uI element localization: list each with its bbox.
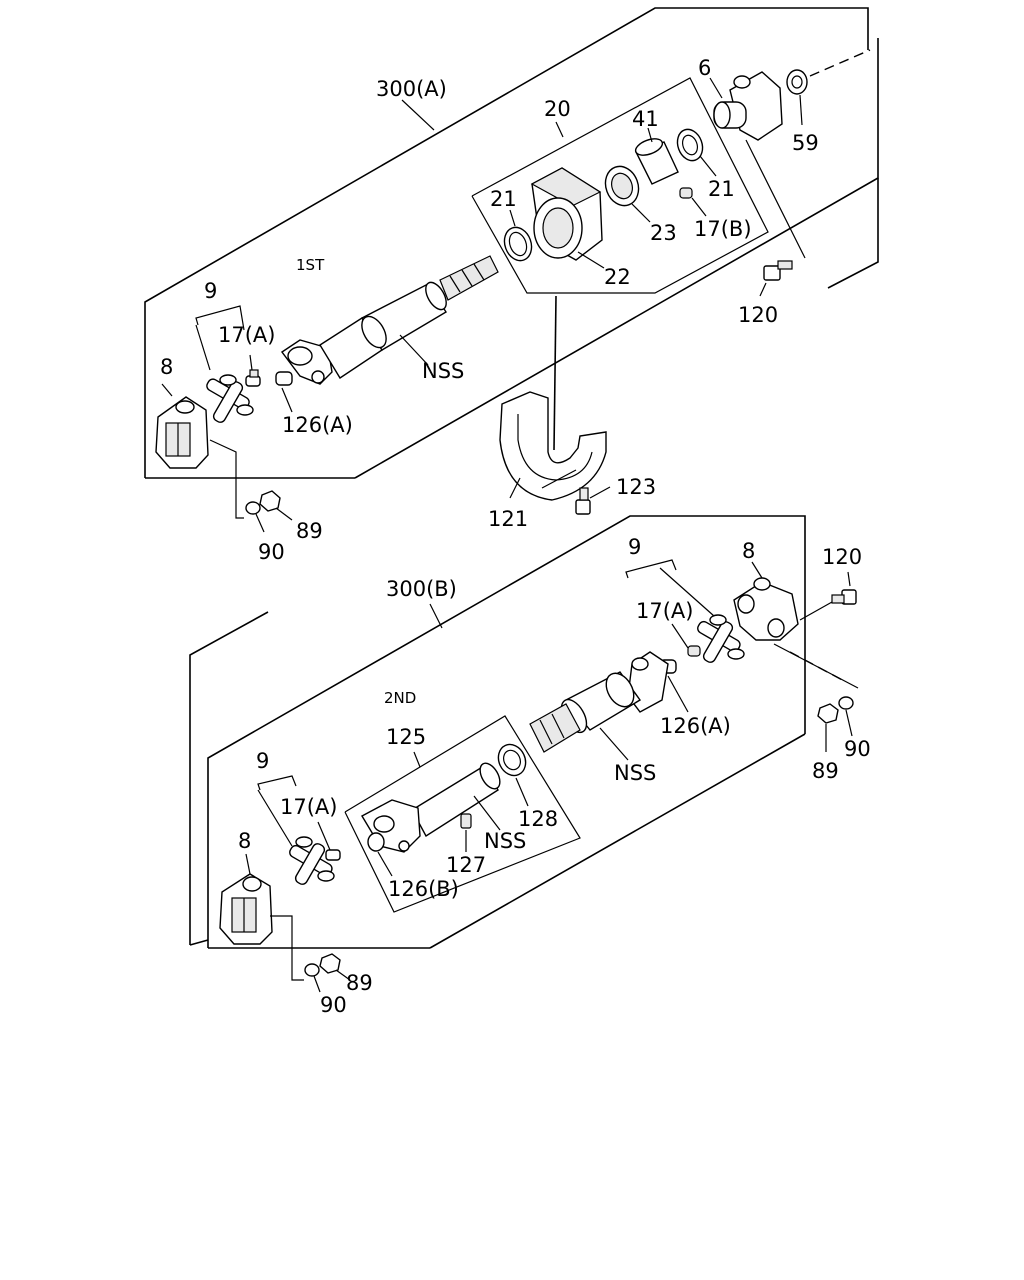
bolt-120-right <box>799 571 857 621</box>
label-9-low: 9 <box>256 749 269 773</box>
label-6: 6 <box>698 56 711 80</box>
label-127: 127 <box>446 853 486 877</box>
label-90-top: 90 <box>258 540 285 564</box>
propeller-shaft-1st <box>280 255 499 385</box>
nut-washer-89-90-low <box>270 915 351 993</box>
assembly-300a-outline <box>144 7 879 479</box>
label-121: 121 <box>488 507 528 531</box>
nut-washer-89-90-top <box>209 439 293 533</box>
label-9-top: 9 <box>204 279 217 303</box>
flange-yoke-8-low <box>219 853 273 945</box>
tube-yoke-125 <box>361 762 501 853</box>
assembly-300b-outline <box>189 515 806 949</box>
grease-fitting-17a-low <box>317 821 341 861</box>
label-8-top: 8 <box>160 355 173 379</box>
label-89-top: 89 <box>296 519 323 543</box>
label-23: 23 <box>650 221 677 245</box>
label-90-low: 90 <box>320 993 347 1017</box>
bolt-120-top <box>745 139 806 297</box>
universal-joint-9-low <box>257 775 335 885</box>
label-8-right: 8 <box>742 539 755 563</box>
plug-126b <box>367 832 393 877</box>
seal-21-left <box>503 209 533 262</box>
label-21-right: 21 <box>708 177 735 201</box>
label-17a-low: 17(A) <box>280 795 337 819</box>
nut-washer-89-90-right <box>773 643 859 752</box>
label-59: 59 <box>792 131 819 155</box>
grease-fitting-17b <box>679 187 707 217</box>
label-20: 20 <box>544 97 571 121</box>
label-123: 123 <box>616 475 656 499</box>
bearing-23 <box>604 165 651 223</box>
label-nss-low: NSS <box>484 829 526 853</box>
label-9-right: 9 <box>628 535 641 559</box>
seal-21-right <box>676 128 717 177</box>
label-125: 125 <box>386 725 426 749</box>
label-126a-top: 126(A) <box>282 413 353 437</box>
label-8-low: 8 <box>238 829 251 853</box>
flange-yoke-8-top <box>155 383 209 469</box>
grease-fitting-17a-top <box>245 354 261 387</box>
label-nss-mid: NSS <box>614 761 656 785</box>
bolt-123 <box>575 486 611 515</box>
label-126b: 126(B) <box>388 877 459 901</box>
label-22: 22 <box>604 265 631 289</box>
universal-joint-9-top <box>195 305 254 423</box>
label-17a-mid: 17(A) <box>636 599 693 623</box>
label-1st: 1ST <box>296 256 325 274</box>
bearing-housing-22 <box>530 167 605 269</box>
label-2nd: 2ND <box>384 689 416 707</box>
label-90-right: 90 <box>844 737 871 761</box>
label-126a-mid: 126(A) <box>660 714 731 738</box>
label-nss-top: NSS <box>422 359 464 383</box>
ring-128 <box>497 743 529 807</box>
label-17b: 17(B) <box>694 217 752 241</box>
label-41: 41 <box>632 107 659 131</box>
propeller-shaft-2nd <box>529 651 669 761</box>
sleeve-41 <box>634 127 679 185</box>
universal-joint-9-right <box>625 559 745 663</box>
label-120-right: 120 <box>822 545 862 569</box>
label-128: 128 <box>518 807 558 831</box>
grease-fitting-17a-mid <box>671 623 701 657</box>
label-21-left: 21 <box>490 187 517 211</box>
label-89-right: 89 <box>812 759 839 783</box>
label-89-low: 89 <box>346 971 373 995</box>
center-bearing-bracket-121 <box>499 295 607 501</box>
companion-flange-6 <box>709 71 783 141</box>
plug-126a-top <box>275 371 293 413</box>
label-300b: 300(B) <box>386 577 457 601</box>
washer-59 <box>786 49 871 126</box>
flange-yoke-8-right <box>733 561 799 641</box>
subassembly-20-outline <box>471 77 769 294</box>
label-300a: 300(A) <box>376 77 447 101</box>
subassembly-125-outline <box>344 715 581 913</box>
label-120-top: 120 <box>738 303 778 327</box>
grease-fitting-127 <box>460 813 472 852</box>
label-17a-top: 17(A) <box>218 323 275 347</box>
